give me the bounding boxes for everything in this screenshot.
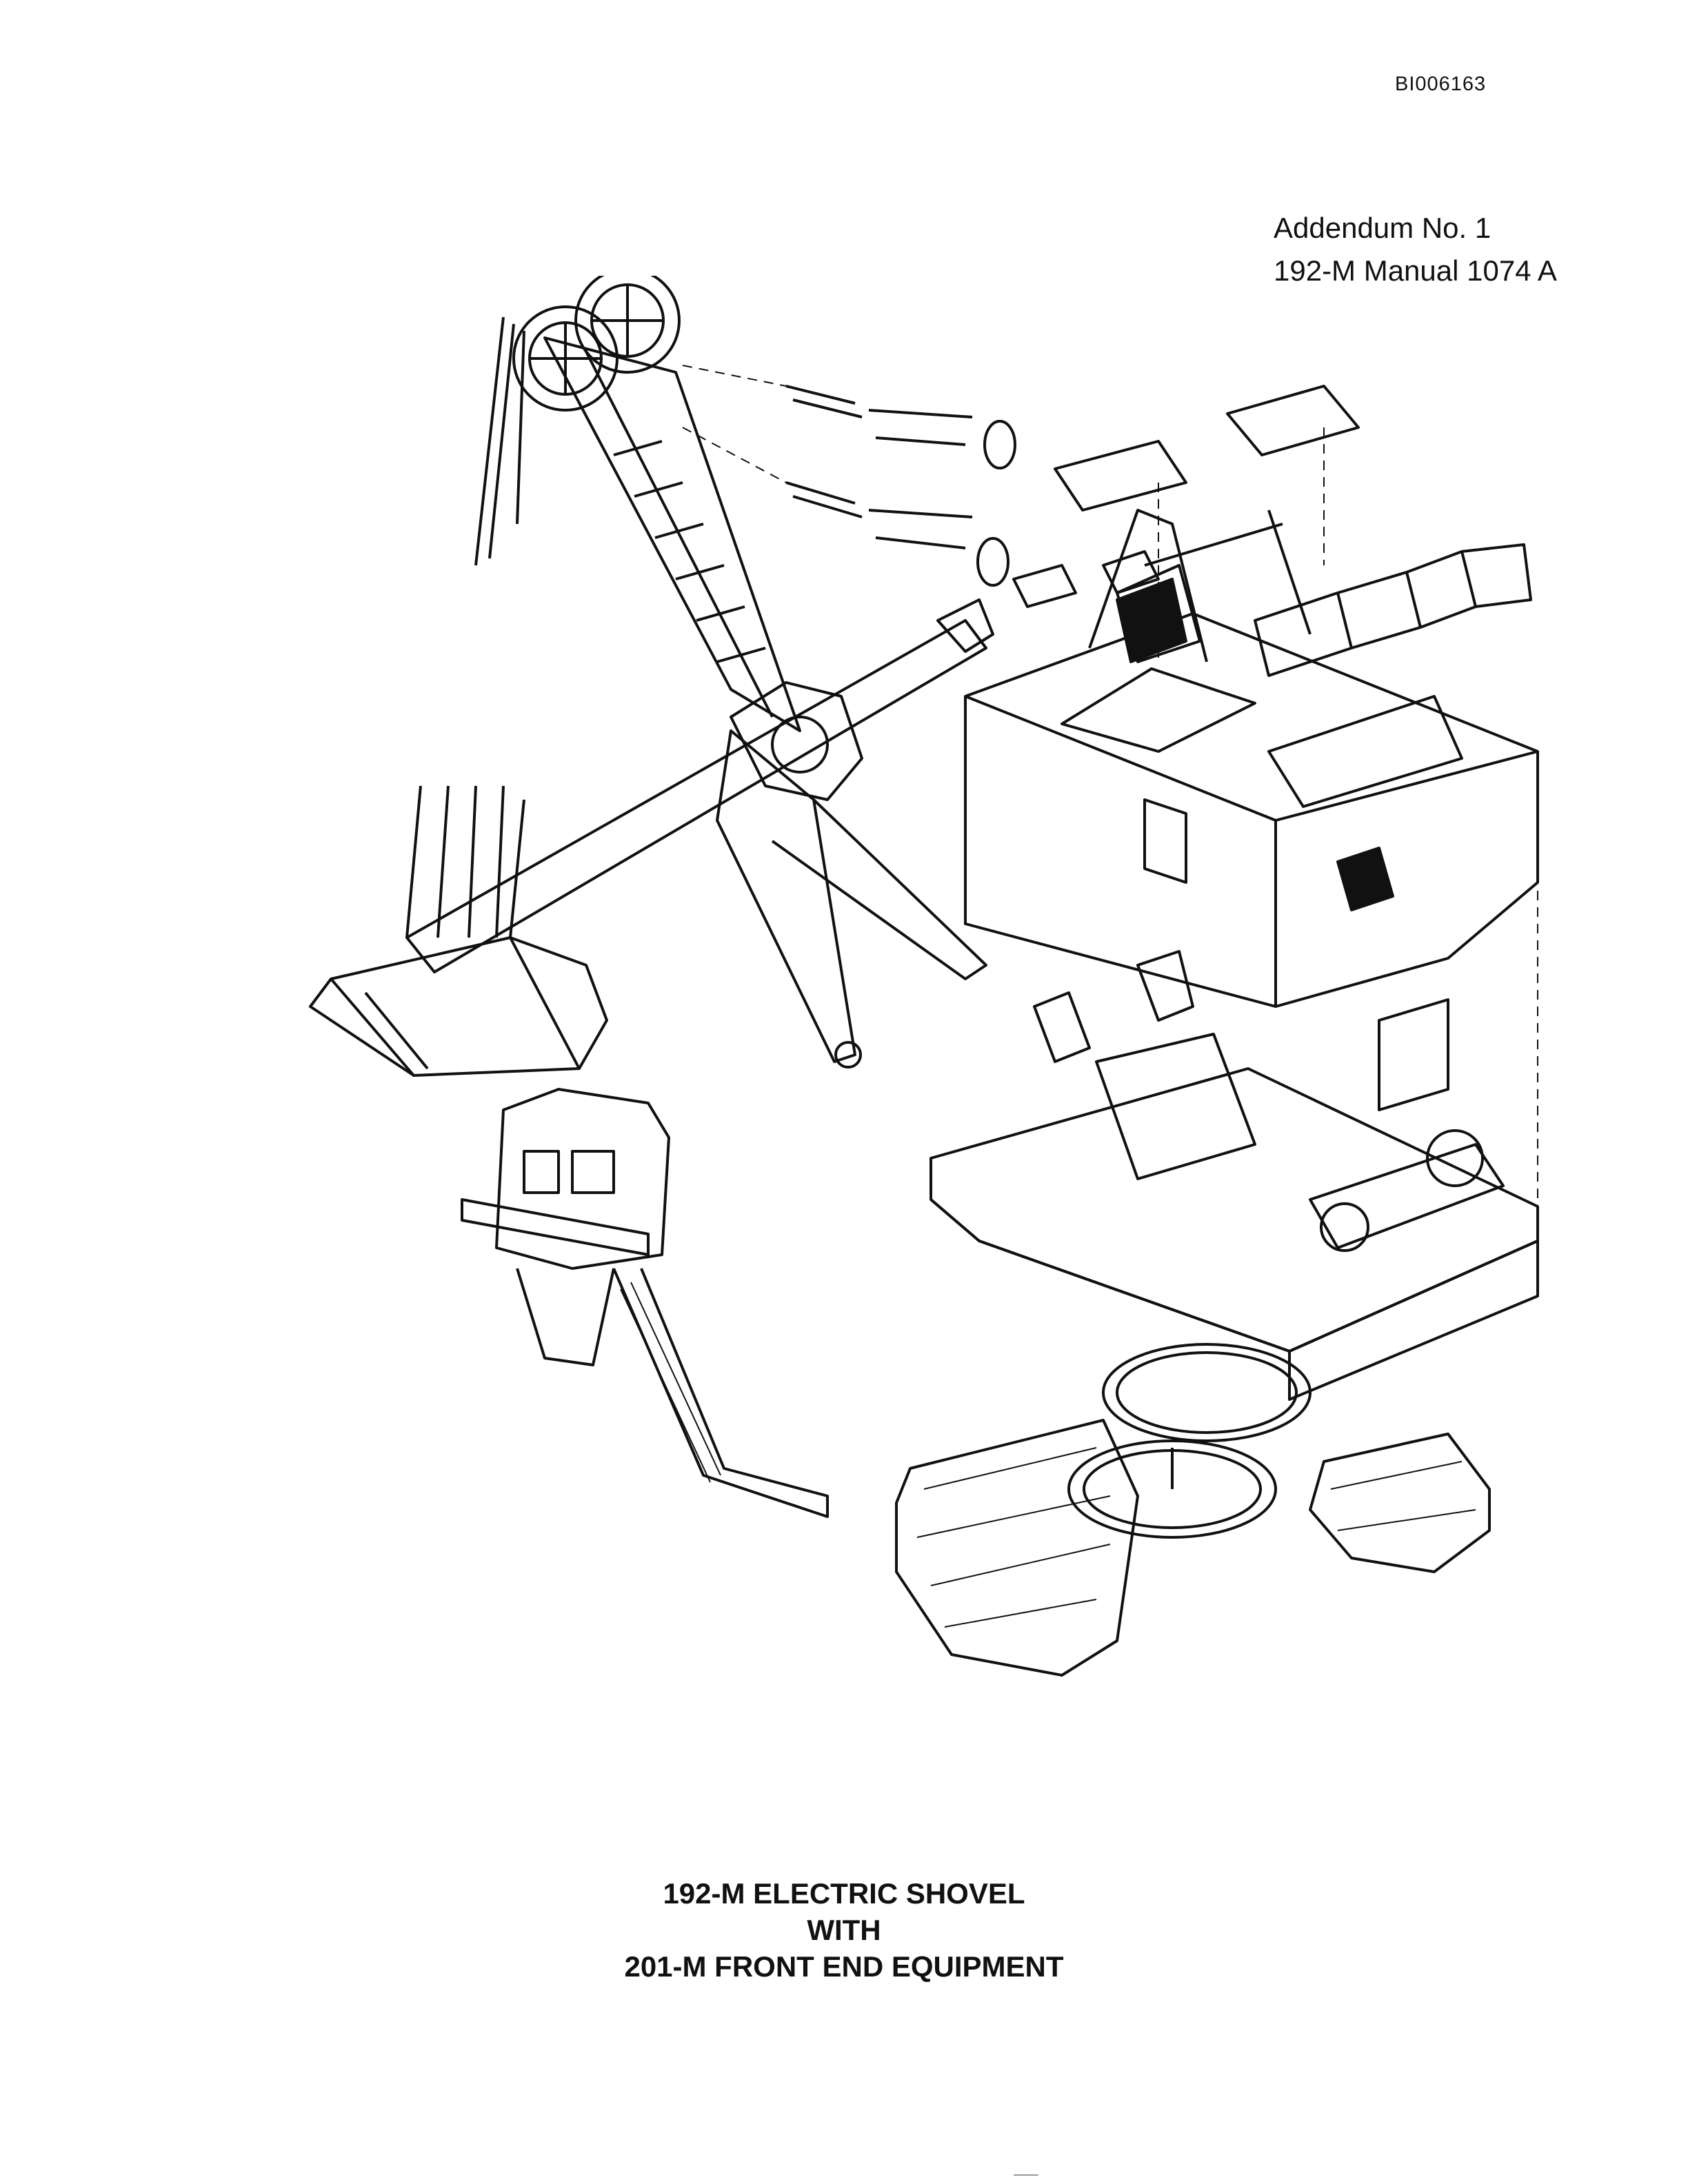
addendum-number: Addendum No. 1 xyxy=(1274,212,1491,244)
drawing-caption: 192-M ELECTRIC SHOVEL WITH 201-M FRONT E… xyxy=(0,1875,1688,1985)
caption-line-1: 192-M ELECTRIC SHOVEL xyxy=(663,1877,1025,1910)
boom xyxy=(512,276,987,1069)
exploded-shovel-icon xyxy=(309,276,1539,1677)
addendum-block: Addendum No. 1 192-M Manual 1074 A xyxy=(1274,207,1557,292)
lower-works xyxy=(1067,1343,1312,1539)
crawler-tracks xyxy=(895,1419,1491,1677)
dipper-and-handle xyxy=(309,598,994,1077)
caption-line-2: WITH xyxy=(807,1914,881,1946)
page-footer-mark xyxy=(1014,2174,1038,2176)
hoist-cables xyxy=(474,316,525,566)
marion-logo-icon xyxy=(1116,578,1394,911)
document-id: BI006163 xyxy=(1395,73,1487,95)
revolving-frame xyxy=(930,950,1539,1401)
operator-cab xyxy=(461,1088,829,1518)
machinery-house xyxy=(964,385,1539,1206)
suspension-links xyxy=(682,365,1016,587)
caption-line-3: 201-M FRONT END EQUIPMENT xyxy=(624,1950,1064,1983)
manual-reference: 192-M Manual 1074 A xyxy=(1274,254,1557,287)
